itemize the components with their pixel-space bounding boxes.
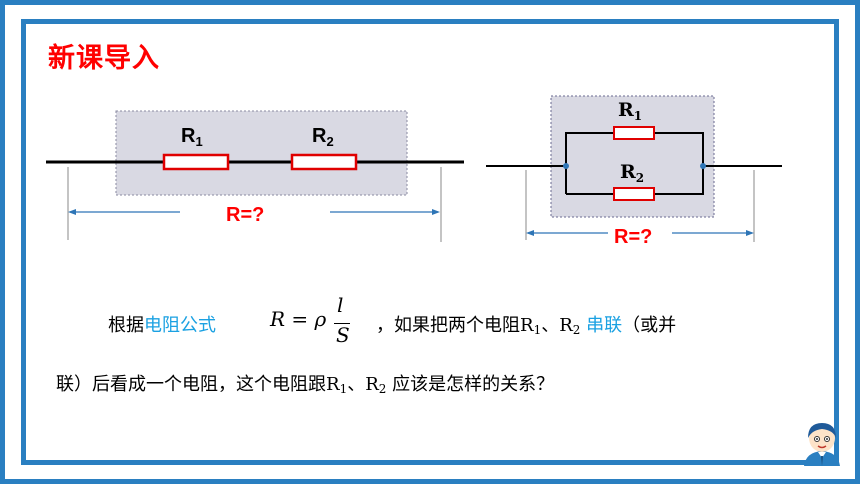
formula-lhs: R = ρ xyxy=(270,307,327,331)
formula-denominator: S xyxy=(336,323,350,347)
series-resistor-r1 xyxy=(162,153,230,171)
series-box xyxy=(115,110,408,196)
parallel-resistor-r1 xyxy=(613,126,655,140)
paragraph-line1-end: ，如果把两个电阻R1、R2 串联（或并 xyxy=(376,311,676,337)
parallel-arrowhead-right xyxy=(746,230,754,236)
separator: 、R xyxy=(541,315,573,336)
parallel-r1-label: R1 xyxy=(618,99,642,123)
resistance-formula: R = ρ l S xyxy=(270,293,360,353)
parallel-node-left xyxy=(563,163,569,169)
paragraph-mid: ，如果把两个电阻R xyxy=(376,315,534,336)
series-arrowhead-right xyxy=(432,209,440,215)
line2-subscript-1: 1 xyxy=(339,382,348,396)
line2-suffix: 应该是怎样的关系？ xyxy=(386,374,555,395)
student-avatar-icon xyxy=(804,423,840,466)
series-r2-label: R2 xyxy=(312,125,334,149)
paragraph-prefix: 根据 xyxy=(108,315,144,336)
paragraph-suffix: （或并 xyxy=(622,315,677,336)
parallel-circuit: R1 R2 R=? xyxy=(486,95,782,248)
parallel-result-label: R=? xyxy=(614,226,652,248)
line2-prefix: 联）后看成一个电阻，这个电阻跟R xyxy=(56,374,340,395)
line2-separator: 、R xyxy=(347,374,379,395)
subscript-1: 1 xyxy=(533,323,542,337)
paragraph-line1-start: 根据电阻公式 xyxy=(108,311,216,337)
paragraph-line2: 联）后看成一个电阻，这个电阻跟R1、R2 应该是怎样的关系？ xyxy=(56,370,554,396)
series-circuit: R1 R2 R=? xyxy=(46,110,464,242)
parallel-loop xyxy=(565,132,704,195)
series-result-label: R=? xyxy=(226,204,264,226)
highlight-resistance-formula: 电阻公式 xyxy=(144,315,216,336)
line2-subscript-2: 2 xyxy=(378,382,387,396)
formula-numerator: l xyxy=(337,293,344,317)
subscript-2: 2 xyxy=(572,323,581,337)
parallel-resistor-r2 xyxy=(613,187,655,201)
formula-fraction-bar xyxy=(334,323,350,324)
parallel-node-right xyxy=(700,163,706,169)
slide-inner-frame xyxy=(21,19,839,465)
series-r1-label: R1 xyxy=(181,125,203,149)
slide-title: 新课导入 xyxy=(48,43,160,74)
parallel-r2-label: R2 xyxy=(620,161,644,185)
parallel-arrowhead-left xyxy=(526,230,534,236)
series-resistor-r2 xyxy=(290,153,358,171)
highlight-series: 串联 xyxy=(586,315,623,336)
series-arrowhead-left xyxy=(68,209,76,215)
